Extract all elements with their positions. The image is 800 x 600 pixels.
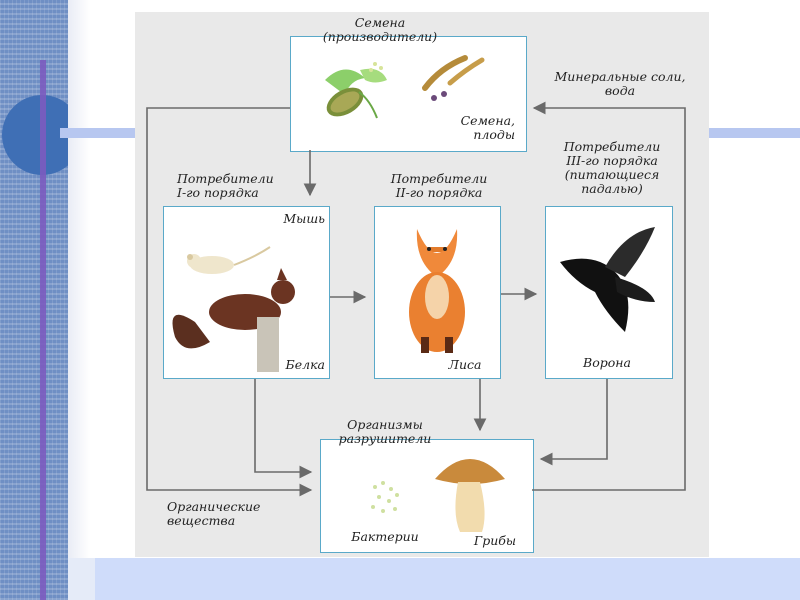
fox-icon — [387, 217, 487, 357]
fungi-label: Грибы — [465, 534, 525, 548]
consumers1-title: Потребители I-го порядка — [177, 172, 297, 200]
decorative-shade — [68, 0, 90, 600]
decorative-bottom-band-left — [68, 558, 95, 600]
decorative-vertical-bar — [40, 60, 46, 600]
bacteria-icon — [367, 477, 412, 522]
consumers3-title: Потребители III-го порядка (питающиеся п… — [547, 140, 677, 196]
mushroom-icon — [430, 444, 510, 534]
squirrel-icon — [165, 262, 315, 372]
crow-icon — [555, 222, 665, 342]
minerals-label: Минеральные соли, вода — [535, 70, 705, 98]
cucumber-plant-icon — [315, 50, 395, 130]
food-chain-diagram: Семена (производители) Семена, плоды Пот… — [135, 12, 709, 557]
arrow-consumers3-to-decomposers — [541, 379, 607, 459]
decomposers-title: Организмы разрушители — [325, 418, 445, 446]
organic-label: Органические вещества — [167, 500, 297, 528]
fox-label: Лиса — [435, 358, 495, 372]
arrow-consumers1-to-decomposers — [255, 379, 311, 472]
decorative-side-strip — [0, 0, 68, 600]
crow-label: Ворона — [567, 356, 647, 370]
seed-pod-icon — [420, 48, 490, 108]
consumers2-title: Потребители II-го порядка — [379, 172, 499, 200]
producers-seeds-label: Семена, плоды — [435, 114, 515, 142]
bacteria-label: Бактерии — [340, 530, 430, 544]
decorative-bottom-band — [95, 558, 800, 600]
mouse-label: Мышь — [265, 212, 325, 226]
producers-title: Семена (производители) — [300, 16, 460, 44]
